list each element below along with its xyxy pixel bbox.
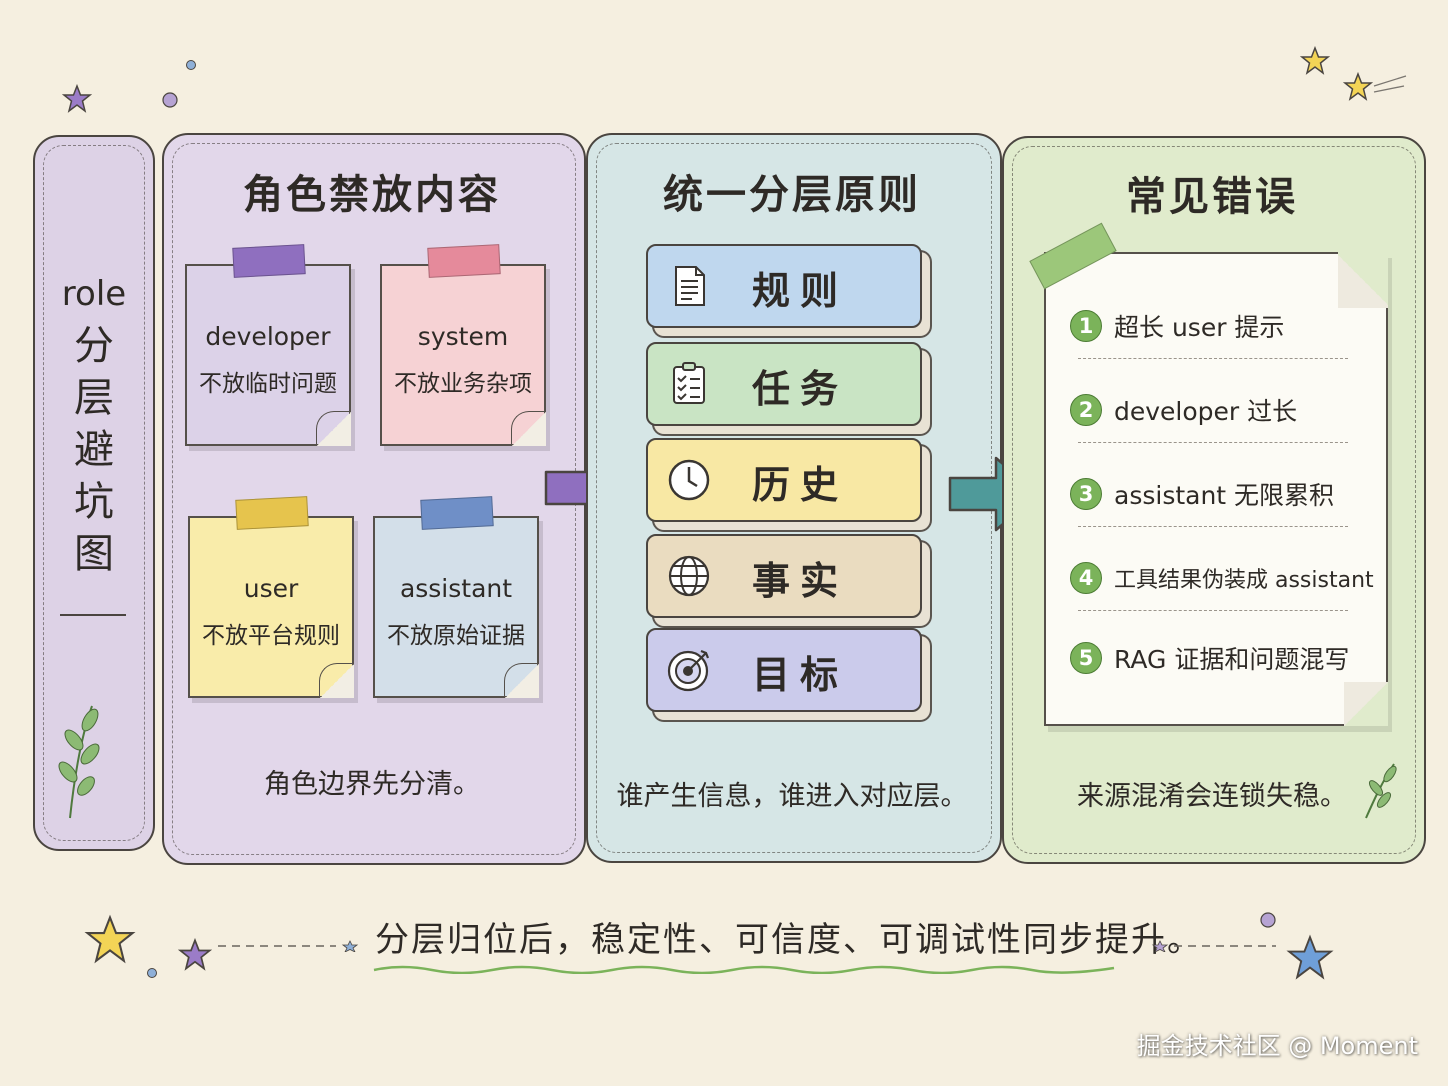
page-curl [1344,682,1388,726]
note-rule: 不放原始证据 [387,623,525,649]
side-title-char: 图 [74,531,114,577]
washi-tape [235,496,309,530]
shooting-star-icon [1342,71,1407,101]
error-text: developer 过长 [1114,397,1298,426]
page-fold [1338,252,1388,308]
dashed-line [1151,940,1276,952]
side-title-char: 层 [74,375,114,421]
note-rule: 不放平台规则 [202,623,340,649]
divider [1078,442,1348,443]
side-title-underline [60,614,126,616]
dot-decoration-icon [147,968,157,978]
page-curl [319,663,354,698]
leaf-sprig-icon [58,705,100,819]
target-icon [667,649,710,692]
dashed-line [218,940,359,952]
sticky-note-assistant: assistant 不放原始证据 [373,496,539,698]
side-title-char: 坑 [74,479,114,525]
clipboard-checklist-icon [673,362,705,404]
sticky-note-developer: developer 不放临时问题 [185,244,351,446]
layer-label: 事实 [752,559,849,603]
divider [1078,610,1348,611]
leaf-sprig-icon [1365,763,1397,819]
layer-card-history: 历史 [646,438,922,522]
wavy-underline [373,965,1115,974]
page-curl [504,663,539,698]
note-role: assistant [399,574,513,603]
star-decoration-icon [84,914,136,964]
dot-decoration-icon [162,92,178,108]
errors-caption: 来源混淆会连锁失稳。 [1077,781,1347,812]
side-title-en: role [61,274,127,314]
error-number: 1 [1070,310,1102,342]
sticky-note-system: system 不放业务杂项 [380,244,546,446]
error-text: 超长 user 提示 [1114,313,1285,342]
watermark: 掘金技术社区 @ Moment [1136,1032,1418,1060]
error-text: assistant 无限累积 [1114,481,1335,510]
errors-panel-title: 常见错误 [1126,174,1298,220]
side-title: role 分 层 避 坑 图 [33,268,155,580]
divider [1078,358,1348,359]
layer-card-rules: 规则 [646,244,922,328]
layer-label: 任务 [752,367,849,411]
clock-icon [668,459,710,501]
roles-panel [162,133,586,865]
layer-card-facts: 事实 [646,534,922,618]
star-decoration-icon [178,938,212,971]
error-text: 工具结果伪装成 assistant [1114,568,1374,593]
error-number: 2 [1070,394,1102,426]
note-rule: 不放业务杂项 [394,371,532,397]
document-icon [675,266,705,306]
washi-tape [427,244,501,278]
note-role: user [243,574,299,603]
layer-label: 规则 [752,269,849,313]
layer-label: 目标 [752,653,849,697]
dot-decoration-icon [186,60,196,70]
summary-text: 分层归位后，稳定性、可信度、可调试性同步提升。 [375,920,1203,960]
page-curl [316,411,351,446]
error-text: RAG 证据和问题混写 [1114,645,1350,674]
note-rule: 不放临时问题 [199,371,337,397]
error-number: 5 [1070,642,1102,674]
layers-panel-title: 统一分层原则 [663,172,921,218]
side-title-char: 避 [74,427,114,473]
dot-decoration-icon [1260,912,1276,928]
note-role: developer [205,322,331,351]
layer-card-goal: 目标 [646,628,922,712]
star-decoration-icon [62,84,92,113]
sticky-note-user: user 不放平台规则 [188,496,354,698]
layer-label: 历史 [752,463,849,507]
divider [1078,526,1348,527]
page-curl [511,411,546,446]
star-decoration-icon [1300,46,1330,75]
layer-card-tasks: 任务 [646,342,922,426]
washi-tape [420,496,494,530]
washi-tape [232,244,306,278]
star-decoration-icon [1286,934,1334,980]
error-number: 4 [1070,562,1102,594]
layers-caption: 谁产生信息，谁进入对应层。 [616,781,968,812]
roles-caption: 角色边界先分清。 [264,769,480,800]
globe-icon [668,555,710,597]
error-number: 3 [1070,478,1102,510]
side-title-panel [33,135,155,851]
roles-panel-title: 角色禁放内容 [243,172,501,218]
note-role: system [417,322,509,351]
side-title-char: 分 [74,323,114,369]
